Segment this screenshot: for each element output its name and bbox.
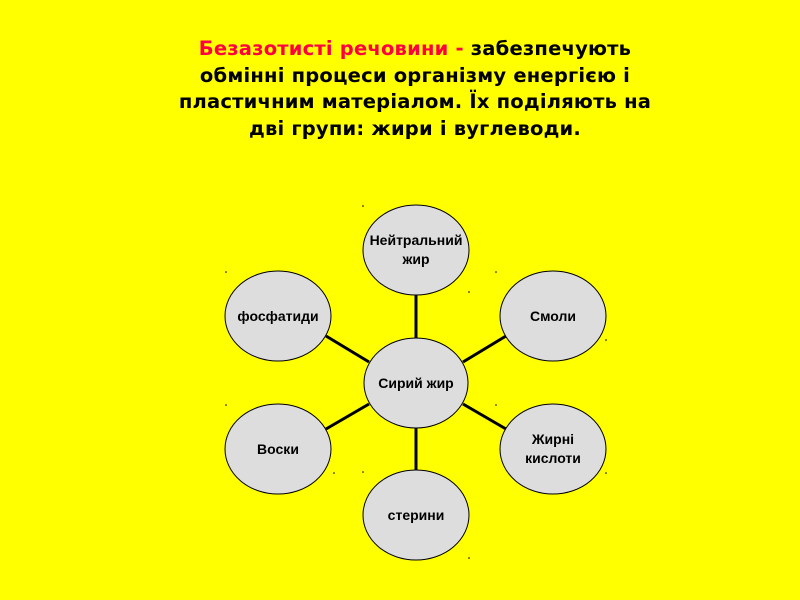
node-ellipse-waxes [224, 403, 332, 495]
node-ellipse-phosphatides [224, 270, 332, 362]
node-ellipse-crude-fat [363, 337, 469, 429]
connector-upper-left [325, 334, 370, 364]
node-waxes: Воски [257, 440, 299, 457]
title-line4: дві групи: жири і вуглеводи. [249, 116, 581, 140]
title-line1-rest: забезпечують [463, 37, 632, 60]
node-phosphatides: фосфатиди [237, 307, 319, 324]
node-sterols: стерини [387, 506, 445, 523]
connector-lower-right [462, 402, 507, 431]
connector-upper-right [462, 334, 507, 364]
node-ellipse-sterols [362, 469, 470, 561]
connector-lines [325, 295, 507, 472]
node-ellipse-neutral-fat [362, 204, 470, 296]
title-line2: обмінні процеси організму енергією і [199, 63, 631, 87]
title-highlight: Безазотисті речовини - [198, 37, 464, 60]
slide-title: Безазотисті речовини - забезпечують обмі… [100, 36, 730, 142]
node-resins: Смоли [530, 307, 576, 324]
node-ellipse-fatty-acids [499, 403, 607, 495]
connector-lower-left [325, 402, 370, 431]
title-line3: пластичним матеріалом. Їх поділяють на [178, 90, 652, 113]
node-ellipse-resins [499, 270, 607, 362]
node-crude-fat: Сирий жир [378, 374, 454, 391]
